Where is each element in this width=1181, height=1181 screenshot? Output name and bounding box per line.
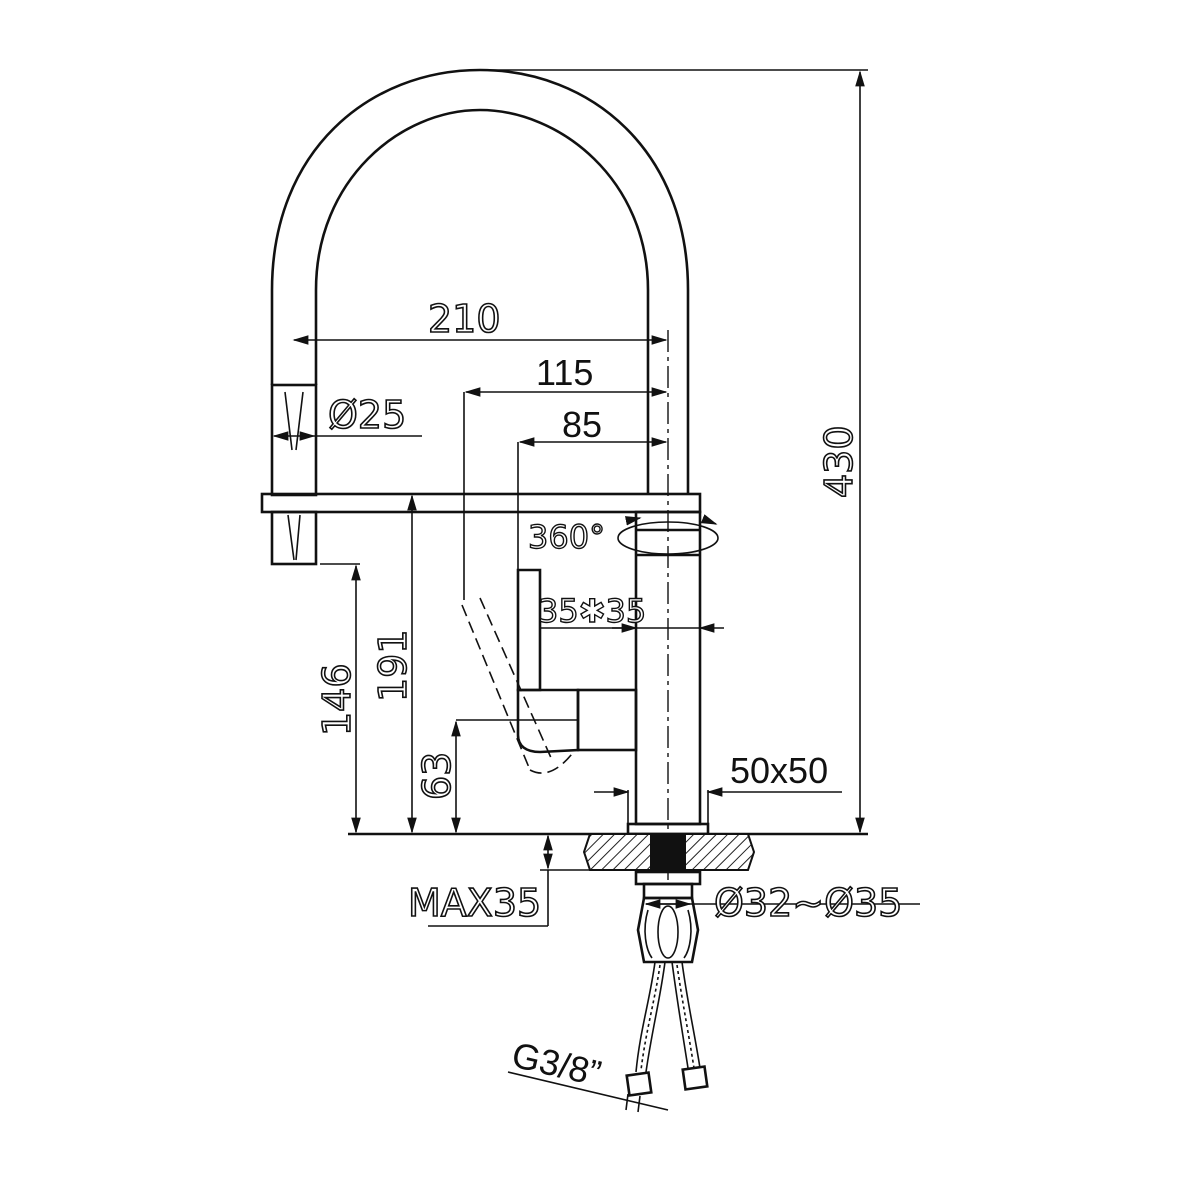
dim-overall-height: 430 [482, 69, 868, 834]
counter-deck [348, 832, 868, 871]
dim-63-label: 63 [415, 752, 459, 800]
lever-alt-position [461, 597, 576, 774]
dim-spray-diameter: Ø25 [272, 392, 422, 441]
spout-gooseneck [270, 68, 690, 495]
dim-max35-label: MAX35 [408, 881, 541, 925]
spray-head [270, 383, 318, 566]
spout-arm [260, 492, 702, 514]
dim-body-section: 35✱35 [537, 591, 724, 633]
dim-lever-height: 63 [414, 719, 578, 834]
dim-191-label: 191 [371, 629, 415, 702]
dim-210-label: 210 [428, 297, 501, 341]
dim-115-label: 115 [536, 352, 593, 393]
dim-base-size: 50x50 [594, 750, 842, 824]
dim-spout-reach: 210 [292, 296, 668, 345]
rotation-ellipse [617, 521, 719, 555]
dim-hole-label: Ø32~Ø35 [714, 881, 902, 925]
dim-35x35-label: 35✱35 [538, 592, 646, 630]
dim-lever-reach: 85 [517, 404, 668, 572]
dim-25-label: Ø25 [328, 393, 406, 437]
dim-outlet-height: 146 [314, 563, 361, 834]
dim-85-label: 85 [562, 404, 602, 445]
dim-arm-height: 191 [370, 494, 417, 834]
mounting-shank [634, 870, 702, 964]
dim-handle-reach: 115 [463, 352, 668, 600]
dim-146-label: 146 [315, 663, 359, 736]
rotation-label: 360° [528, 518, 605, 556]
supply-hoses [625, 961, 709, 1097]
dim-50x50-label: 50x50 [730, 750, 828, 791]
dim-hole-diameter: Ø32~Ø35 [644, 880, 920, 926]
dim-430-label: 430 [817, 425, 861, 498]
dim-counter-thickness: MAX35 [407, 834, 590, 927]
dim-g38-label: G3/8” [508, 1034, 605, 1094]
